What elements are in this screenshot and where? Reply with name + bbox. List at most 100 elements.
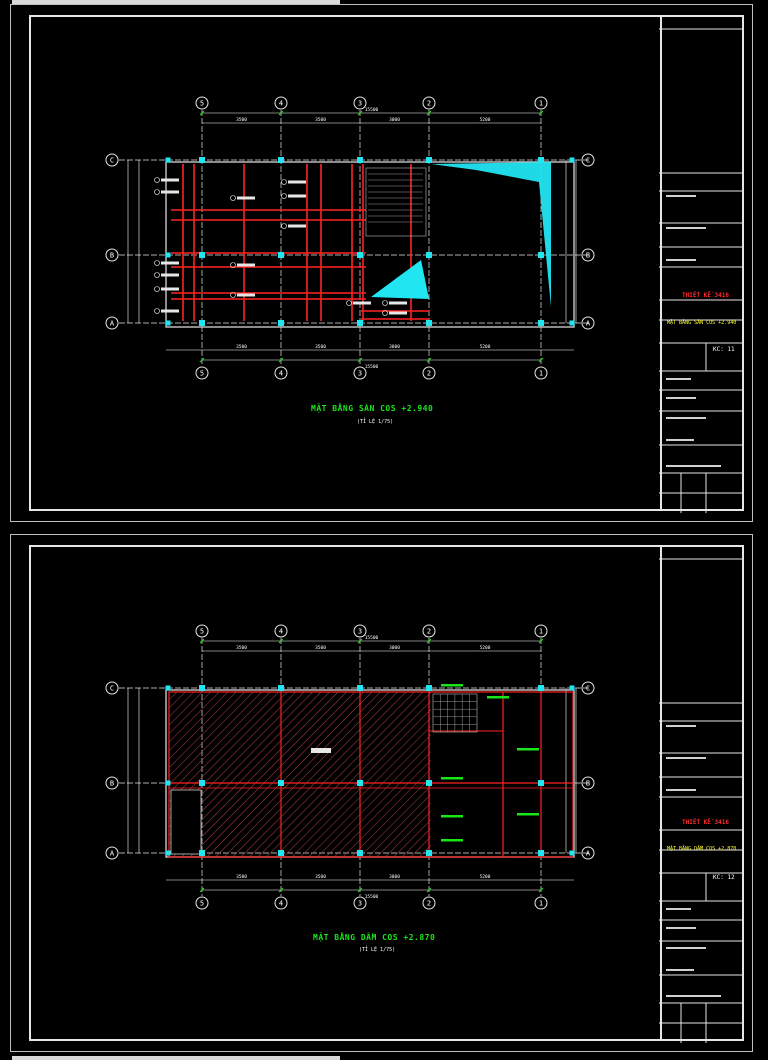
axis-label: C [110, 685, 114, 693]
axis-label: A [110, 850, 115, 858]
axis-bubble-icon [353, 96, 367, 110]
axis-label: 5 [200, 370, 204, 378]
axis-bubble-icon [195, 366, 209, 380]
axis-bubble-icon [195, 96, 209, 110]
slab-tag-icon [382, 310, 388, 316]
axis-bubble-icon [105, 248, 119, 262]
column-node-icon [357, 157, 363, 163]
column-node-icon [165, 780, 171, 786]
dimension-tick [199, 638, 205, 644]
slab-tag-text [237, 263, 255, 267]
opening-bay [170, 789, 202, 855]
beam-tag-text [517, 748, 539, 751]
title-block [660, 545, 744, 1041]
dimension-tick [278, 638, 284, 644]
slab-tag-text [237, 293, 255, 297]
slab-tag-icon [382, 300, 388, 306]
axis-bubble-icon [581, 153, 595, 167]
axis-bubble-icon [534, 624, 548, 638]
titleblock-text [666, 439, 694, 441]
axis-bubble-icon [274, 366, 288, 380]
dimension-total: 15500 [365, 894, 379, 900]
dimension-tick [278, 887, 284, 893]
axis-label: 3 [358, 370, 362, 378]
axis-bubble-icon [422, 366, 436, 380]
axis-label: B [110, 252, 114, 260]
column-node-icon [357, 850, 363, 856]
slab-tag-text [161, 178, 179, 182]
top-scroll-strip[interactable] [12, 0, 340, 4]
axis-bubble-icon [534, 896, 548, 910]
dimension-total: 15500 [365, 107, 379, 113]
column-node-icon [426, 780, 432, 786]
column-node-icon [199, 252, 205, 258]
slab-tag-icon [230, 195, 236, 201]
bottom-scroll-strip[interactable] [12, 1056, 340, 1060]
titleblock-text [666, 789, 696, 791]
beam-outline [168, 691, 574, 858]
axis-bubble-icon [105, 316, 119, 330]
column-node-icon [538, 157, 544, 163]
sheet-border [29, 15, 744, 511]
dimension-tick [538, 357, 544, 363]
slab-tag-icon [154, 260, 160, 266]
axis-label: B [586, 252, 590, 260]
titleblock-heading: THIẾT KẾ 3416 [682, 292, 729, 299]
axis-bubble-icon [105, 681, 119, 695]
axis-bubble-icon [581, 776, 595, 790]
titleblock-text [666, 725, 696, 727]
dimension-tick [426, 110, 432, 116]
titleblock-text [666, 969, 694, 971]
titleblock-text [666, 927, 696, 929]
slab-tag-icon [154, 308, 160, 314]
axis-bubble-icon [581, 316, 595, 330]
axis-bubble-icon [195, 896, 209, 910]
column-node-icon [538, 685, 544, 691]
column-node-icon [357, 252, 363, 258]
slab-tag-text [288, 194, 306, 198]
dimension-text: 5200 [480, 117, 491, 123]
column-node-icon [278, 685, 284, 691]
column-node-icon [538, 850, 544, 856]
titleblock-text [666, 227, 706, 229]
axis-bubble-icon [105, 153, 119, 167]
axis-label: 4 [279, 370, 283, 378]
dimension-tick [426, 638, 432, 644]
column-node-icon [199, 320, 205, 326]
axis-bubble-icon [353, 366, 367, 380]
column-node-icon [278, 850, 284, 856]
stair-icon [365, 167, 427, 237]
slab-tag-icon [154, 272, 160, 278]
dimension-tick [199, 110, 205, 116]
slab-outline [165, 161, 575, 328]
axis-bubble-icon [353, 896, 367, 910]
axis-label: 5 [200, 900, 204, 908]
slab-hatch [169, 692, 431, 857]
axis-bubble-icon [105, 846, 119, 860]
column-node-icon [199, 685, 205, 691]
axis-label: C [110, 157, 114, 165]
column-node-icon [569, 320, 575, 326]
axis-bubble-icon [274, 624, 288, 638]
slab-tag-icon [154, 286, 160, 292]
titleblock-text [666, 465, 721, 467]
dimension-tick [199, 357, 205, 363]
axis-label: C [586, 685, 590, 693]
slab-tag-text [288, 180, 306, 184]
axis-bubble-icon [581, 248, 595, 262]
plan-scale: (TỈ LỆ 1/75) [357, 419, 394, 425]
dimension-tick [278, 110, 284, 116]
titleblock-text [666, 195, 696, 197]
titleblock-text [666, 397, 696, 399]
axis-label: B [586, 780, 590, 788]
slab-tag-text [161, 287, 179, 291]
axis-label: 3 [358, 900, 362, 908]
axis-label: 2 [427, 900, 431, 908]
axis-bubble-icon [353, 624, 367, 638]
column-node-icon [357, 320, 363, 326]
dimension-text: 3500 [315, 117, 326, 123]
dimension-text: 5200 [480, 344, 491, 350]
axis-bubble-icon [274, 896, 288, 910]
title-block [660, 15, 744, 511]
